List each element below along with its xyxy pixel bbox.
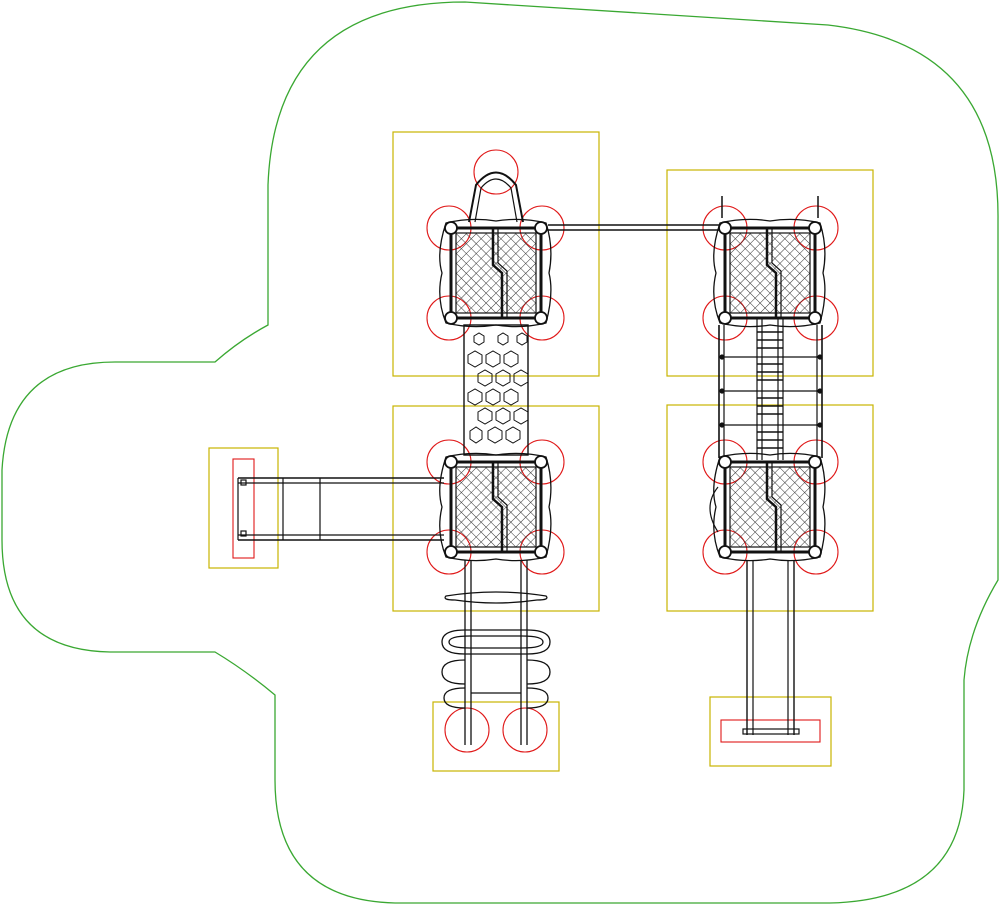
equipment — [237, 171, 823, 745]
slide-anchor — [240, 479, 247, 486]
slide — [237, 477, 444, 541]
deck-mid-left — [439, 452, 552, 562]
arch-bar — [468, 171, 524, 223]
footprint-mid-left — [392, 405, 600, 612]
footprint-slide-exit — [709, 696, 832, 767]
clearance-circle — [444, 707, 490, 753]
rung-bridge — [718, 318, 823, 460]
arch-bar-inner — [474, 178, 518, 223]
footprint-slide-end — [208, 447, 279, 569]
deck-mid-right — [709, 452, 826, 562]
slide-anchor — [240, 530, 247, 537]
loop-ladder — [441, 560, 551, 745]
footprint-ladder-base — [432, 701, 560, 772]
clearance-rect-slide-end — [232, 458, 255, 559]
deck-top-left — [439, 218, 552, 328]
footprint-top-right — [666, 169, 874, 377]
footprint-mid-right — [666, 404, 874, 612]
deck-top-right — [713, 218, 826, 328]
clearance-circle — [473, 149, 519, 195]
straight-slide — [742, 560, 800, 735]
bridge-rungs — [757, 331, 783, 449]
clearance-rect-slide-exit — [720, 719, 821, 743]
hex-cells — [467, 332, 529, 444]
clearance-circle — [502, 707, 548, 753]
